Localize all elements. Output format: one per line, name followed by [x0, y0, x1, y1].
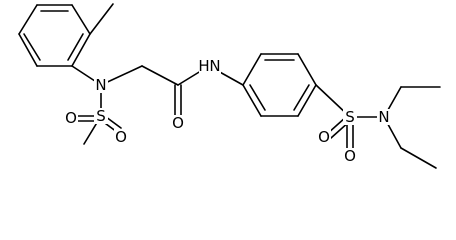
atom-label-n2: N	[209, 57, 220, 75]
bond	[71, 33, 91, 67]
atom-label-s2: S	[345, 108, 355, 126]
bond	[89, 3, 114, 35]
atom-label-o-s1-left: O	[65, 109, 77, 127]
atom-label-s1: S	[96, 107, 106, 125]
atom-labels: N S O O O H N S O O N	[64, 57, 391, 165]
atom-label-n3: N	[378, 108, 389, 126]
bond	[297, 84, 317, 117]
bond	[400, 147, 437, 169]
bond	[293, 84, 310, 111]
atom-label-o-s1-right: O	[115, 128, 127, 146]
bond	[297, 53, 317, 86]
atom-label-h: H	[198, 57, 209, 75]
bond	[18, 4, 38, 35]
bond	[71, 4, 91, 35]
atom-label-o-carbonyl: O	[172, 114, 184, 132]
atom-label-o-s2-left: O	[318, 128, 330, 146]
bond	[242, 53, 262, 86]
bond	[67, 33, 84, 61]
bond	[23, 33, 41, 61]
atom-label-o-s2-bottom: O	[344, 147, 356, 165]
bonds	[18, 3, 441, 169]
atom-label-n1: N	[95, 76, 106, 94]
bond	[141, 65, 179, 86]
bond	[18, 33, 38, 67]
chemical-structure-diagram: N S O O O H N S O O N	[18, 3, 441, 169]
bond	[249, 84, 266, 111]
bond	[242, 84, 262, 117]
